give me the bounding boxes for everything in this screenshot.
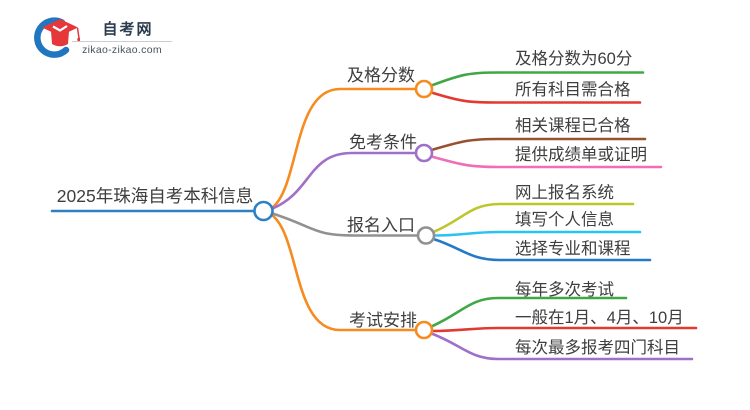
- child-label-max-four-subjects: 每次最多报考四门科目: [515, 339, 680, 357]
- child-line-online-system: [432, 202, 635, 234]
- graduation-cap-icon: [34, 17, 80, 58]
- logo-url: zikao-zikao.com: [82, 44, 162, 56]
- child-label-online-system: 网上报名系统: [515, 184, 614, 202]
- child-label-related-courses-passed: 相关课程已合格: [515, 117, 631, 135]
- node-dot-exam-schedule: [414, 320, 434, 340]
- child-line-related-courses-passed: [430, 137, 647, 152]
- child-line-multiple-exams-yearly: [430, 296, 628, 328]
- child-line-max-four-subjects: [430, 332, 694, 361]
- logo-title: 自考网: [102, 21, 154, 38]
- child-label-exam-months: 一般在1月、4月、10月: [515, 309, 684, 327]
- child-line-provide-transcript: [430, 155, 663, 169]
- child-label-all-subjects-pass: 所有科目需合格: [515, 81, 631, 99]
- child-label-choose-major-courses: 选择专业和课程: [515, 240, 631, 258]
- child-label-pass-60: 及格分数为60分: [515, 50, 633, 68]
- branch-line-exam-schedule: [270, 213, 418, 332]
- child-line-fill-personal-info: [432, 230, 642, 237]
- branch-label-registration-entrance: 报名入口: [347, 216, 415, 235]
- branch-line-exemption-conditions: [271, 151, 418, 210]
- branch-label-passing-score: 及格分数: [347, 66, 415, 85]
- branch-label-exam-schedule: 考试安排: [349, 311, 417, 330]
- child-label-multiple-exams-yearly: 每年多次考试: [515, 281, 614, 299]
- child-line-all-subjects-pass: [430, 91, 642, 104]
- logo-divider: [72, 41, 172, 42]
- child-label-provide-transcript: 提供成绩单或证明: [515, 146, 647, 164]
- child-line-exam-months: [430, 326, 698, 333]
- child-line-choose-major-courses: [432, 237, 652, 262]
- root-topic-label: 2025年珠海自考本科信息: [56, 186, 254, 206]
- root-node-dot: [253, 200, 274, 222]
- node-dot-exemption-conditions: [414, 143, 434, 163]
- site-logo: 自考网 zikao-zikao.com: [30, 12, 180, 64]
- branch-line-registration-entrance: [271, 212, 420, 237]
- node-dot-registration-entrance: [416, 226, 436, 245]
- branch-label-exemption-conditions: 免考条件: [349, 133, 417, 152]
- child-line-pass-60: [430, 71, 645, 87]
- branch-line-passing-score: [271, 87, 418, 209]
- child-label-fill-personal-info: 填写个人信息: [515, 211, 614, 229]
- node-dot-passing-score: [414, 79, 434, 99]
